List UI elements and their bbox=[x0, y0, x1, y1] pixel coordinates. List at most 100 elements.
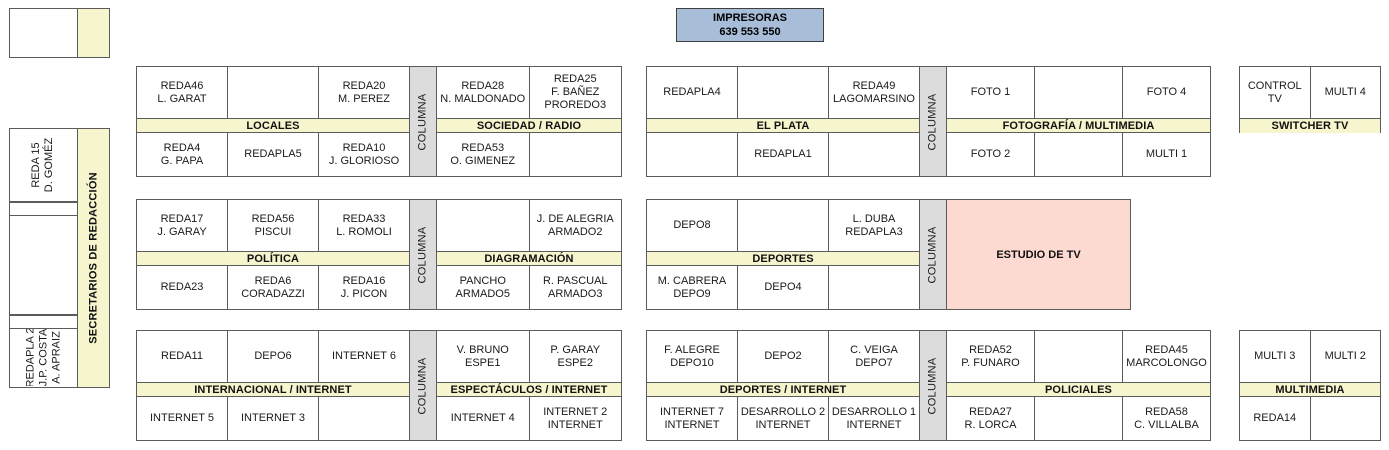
fotografia-multimedia-seat-bottom-1[interactable]: FOTO 2 bbox=[947, 133, 1035, 176]
deportes-seat-bottom-3[interactable] bbox=[829, 266, 919, 309]
el-plata-seat-bottom-2[interactable]: REDAPLA1 bbox=[738, 133, 829, 176]
internacional-internet-seat-top-2[interactable]: DEPO6 bbox=[228, 331, 319, 382]
deportes-seat-top-2[interactable] bbox=[738, 200, 829, 251]
multimedia-seat-top-2[interactable]: MULTI 2 bbox=[1311, 331, 1381, 382]
deportes-seat-bottom-2[interactable]: DEPO4 bbox=[738, 266, 829, 309]
seat-empty-3[interactable] bbox=[10, 315, 77, 328]
locales-seat-top-2[interactable] bbox=[228, 67, 319, 118]
fotografia-multimedia-seat-bottom-2[interactable] bbox=[1035, 133, 1123, 176]
el-plata-seat-bottom-3[interactable] bbox=[829, 133, 919, 176]
espectaculos-internet-seat-bottom-1[interactable]: INTERNET 4 bbox=[437, 397, 530, 440]
locales-seat-bottom-2[interactable]: REDAPLA5 bbox=[228, 133, 319, 176]
switcher-tv-seat-top-1[interactable]: CONTROL TV bbox=[1240, 67, 1311, 118]
switcher-tv-seat-top-2[interactable]: MULTI 4 bbox=[1311, 67, 1381, 118]
policiales-seat-bottom-2[interactable] bbox=[1035, 397, 1123, 440]
fotografia-multimedia-seat-top-2[interactable] bbox=[1035, 67, 1123, 118]
internacional-internet-seat-bottom-1[interactable]: INTERNET 5 bbox=[137, 397, 228, 440]
band-multimedia: MULTIMEDIA bbox=[1240, 382, 1380, 397]
columna-row2-b: COLUMNA bbox=[919, 199, 947, 310]
multimedia-seat-top-1[interactable]: MULTI 3 bbox=[1240, 331, 1311, 382]
deportes-internet-seat-top-2[interactable]: DEPO2 bbox=[738, 331, 829, 382]
fotografia-multimedia-seat-top-1[interactable]: FOTO 1 bbox=[947, 67, 1035, 118]
internacional-internet-seat-bottom-2[interactable]: INTERNET 3 bbox=[228, 397, 319, 440]
internacional-internet-seat-top-2-label: DEPO6 bbox=[254, 350, 292, 362]
el-plata-seat-top-2[interactable] bbox=[738, 67, 829, 118]
el-plata-seat-top-1[interactable]: REDAPLA4 bbox=[647, 67, 738, 118]
seat-empty-1[interactable] bbox=[10, 202, 77, 215]
multimedia-seat-top-2-label: MULTI 2 bbox=[1324, 350, 1366, 362]
fotografia-multimedia-seat-bottom-3[interactable]: MULTI 1 bbox=[1123, 133, 1210, 176]
internacional-internet-seat-top-1[interactable]: REDA11 bbox=[137, 331, 228, 382]
switcher-tv-seat-top-1-label: CONTROL TV bbox=[1247, 79, 1302, 105]
seat-empty-2[interactable] bbox=[10, 216, 77, 314]
multimedia-seat-bottom-2[interactable] bbox=[1311, 397, 1381, 440]
fotografia-multimedia-seat-top-1-label: FOTO 1 bbox=[970, 86, 1011, 98]
sociedad-radio-seat-bottom-2[interactable] bbox=[530, 133, 622, 176]
block-estudio-de-tv[interactable]: ESTUDIO DE TV bbox=[946, 199, 1131, 310]
left-panel-top[interactable] bbox=[9, 8, 110, 58]
politica-seat-bottom-1[interactable]: REDA23 bbox=[137, 266, 228, 309]
diagramacion-seat-top-1[interactable] bbox=[437, 200, 530, 251]
fotografia-top-row: FOTO 1 FOTO 4 bbox=[947, 67, 1210, 118]
internacional-internet-seat-top-3[interactable]: INTERNET 6 bbox=[319, 331, 409, 382]
block-multimedia[interactable]: MULTI 3 MULTI 2 MULTIMEDIA REDA14 bbox=[1239, 330, 1381, 441]
policiales-seat-top-2[interactable] bbox=[1035, 331, 1123, 382]
fotografia-multimedia-seat-top-3[interactable]: FOTO 4 bbox=[1123, 67, 1210, 118]
impresoras-block[interactable]: IMPRESORAS 639 553 550 bbox=[676, 8, 824, 42]
internacional-internet-seat-bottom-3[interactable] bbox=[319, 397, 409, 440]
el-plata-seat-bottom-1[interactable] bbox=[647, 133, 738, 176]
deportes-seat-top-1[interactable]: DEPO8 bbox=[647, 200, 738, 251]
multimedia-seat-bottom-1[interactable]: REDA14 bbox=[1240, 397, 1311, 440]
